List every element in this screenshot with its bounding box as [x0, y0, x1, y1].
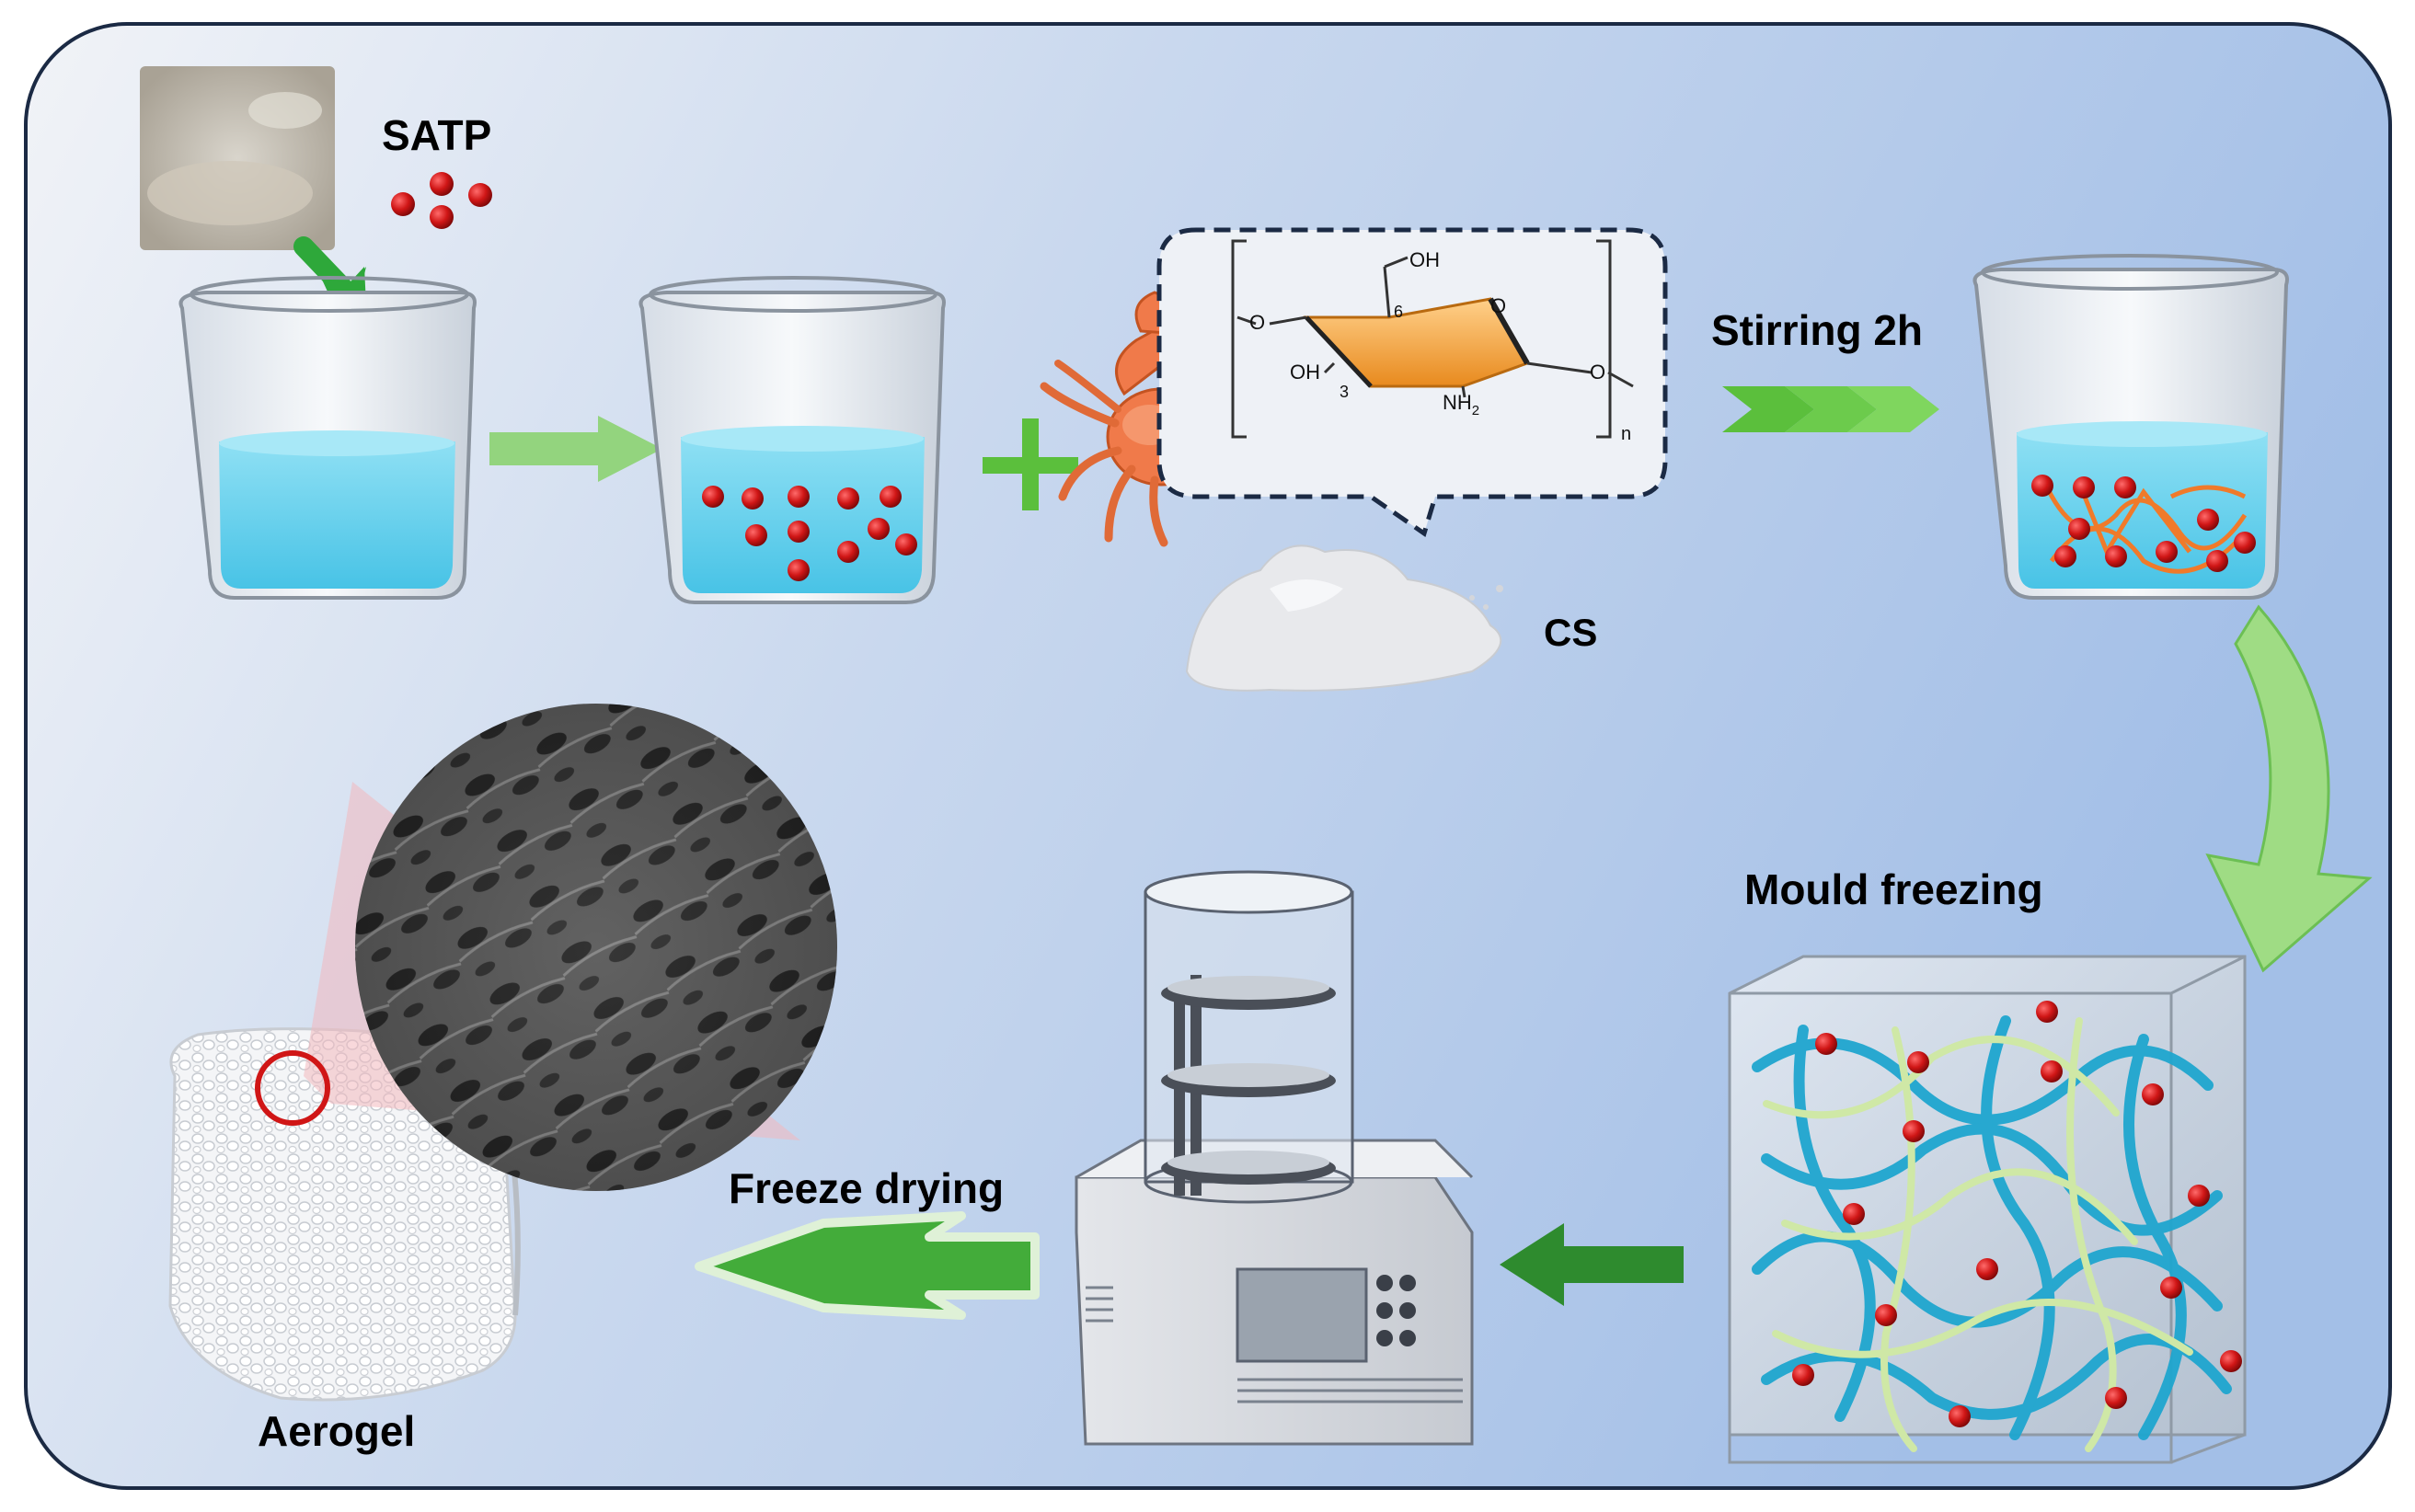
beaker-icon	[638, 276, 946, 604]
freeze-drying-label: Freeze drying	[729, 1164, 1004, 1212]
zoom-circle-marker	[255, 1050, 330, 1126]
satp-particles	[391, 172, 492, 229]
stirring-label: Stirring 2h	[1711, 306, 1923, 354]
plus-icon	[983, 418, 1078, 510]
curved-arrow	[2205, 604, 2373, 973]
cs-label: CS	[1544, 611, 1597, 654]
step-arrow-dark	[1500, 1223, 1684, 1306]
powder-image	[140, 66, 335, 250]
oh-left: OH	[1290, 361, 1320, 384]
dispersed-particles	[702, 486, 917, 581]
mould-freezing-label: Mould freezing	[1744, 865, 2043, 913]
repeat-unit-n: n	[1621, 424, 1631, 444]
chitosan-structure: n O O O OH 6 OH 3 NH2	[1156, 227, 1668, 538]
carbon-6: 6	[1394, 303, 1403, 321]
satp-label: SATP	[382, 111, 491, 159]
o-right: O	[1590, 361, 1605, 384]
o-left: O	[1249, 311, 1265, 334]
step-arrow-freeze	[695, 1211, 1040, 1320]
o-ring: O	[1490, 294, 1506, 317]
mould-cube	[1728, 955, 2247, 1464]
beaker-icon	[1972, 254, 2289, 600]
beaker-icon	[178, 276, 477, 600]
network-particles	[2031, 475, 2256, 572]
stirring-arrows	[1722, 386, 1939, 432]
nh2-group: NH2	[1443, 391, 1479, 418]
cs-powder	[1185, 544, 1503, 692]
freeze-dryer-icon	[1075, 870, 1474, 1446]
cube-particles	[1792, 1001, 2242, 1427]
carbon-3: 3	[1340, 383, 1349, 401]
aerogel-label: Aerogel	[258, 1407, 415, 1455]
step-arrow-1	[489, 416, 662, 482]
sem-micrograph	[355, 704, 837, 1191]
oh-top: OH	[1409, 248, 1440, 271]
